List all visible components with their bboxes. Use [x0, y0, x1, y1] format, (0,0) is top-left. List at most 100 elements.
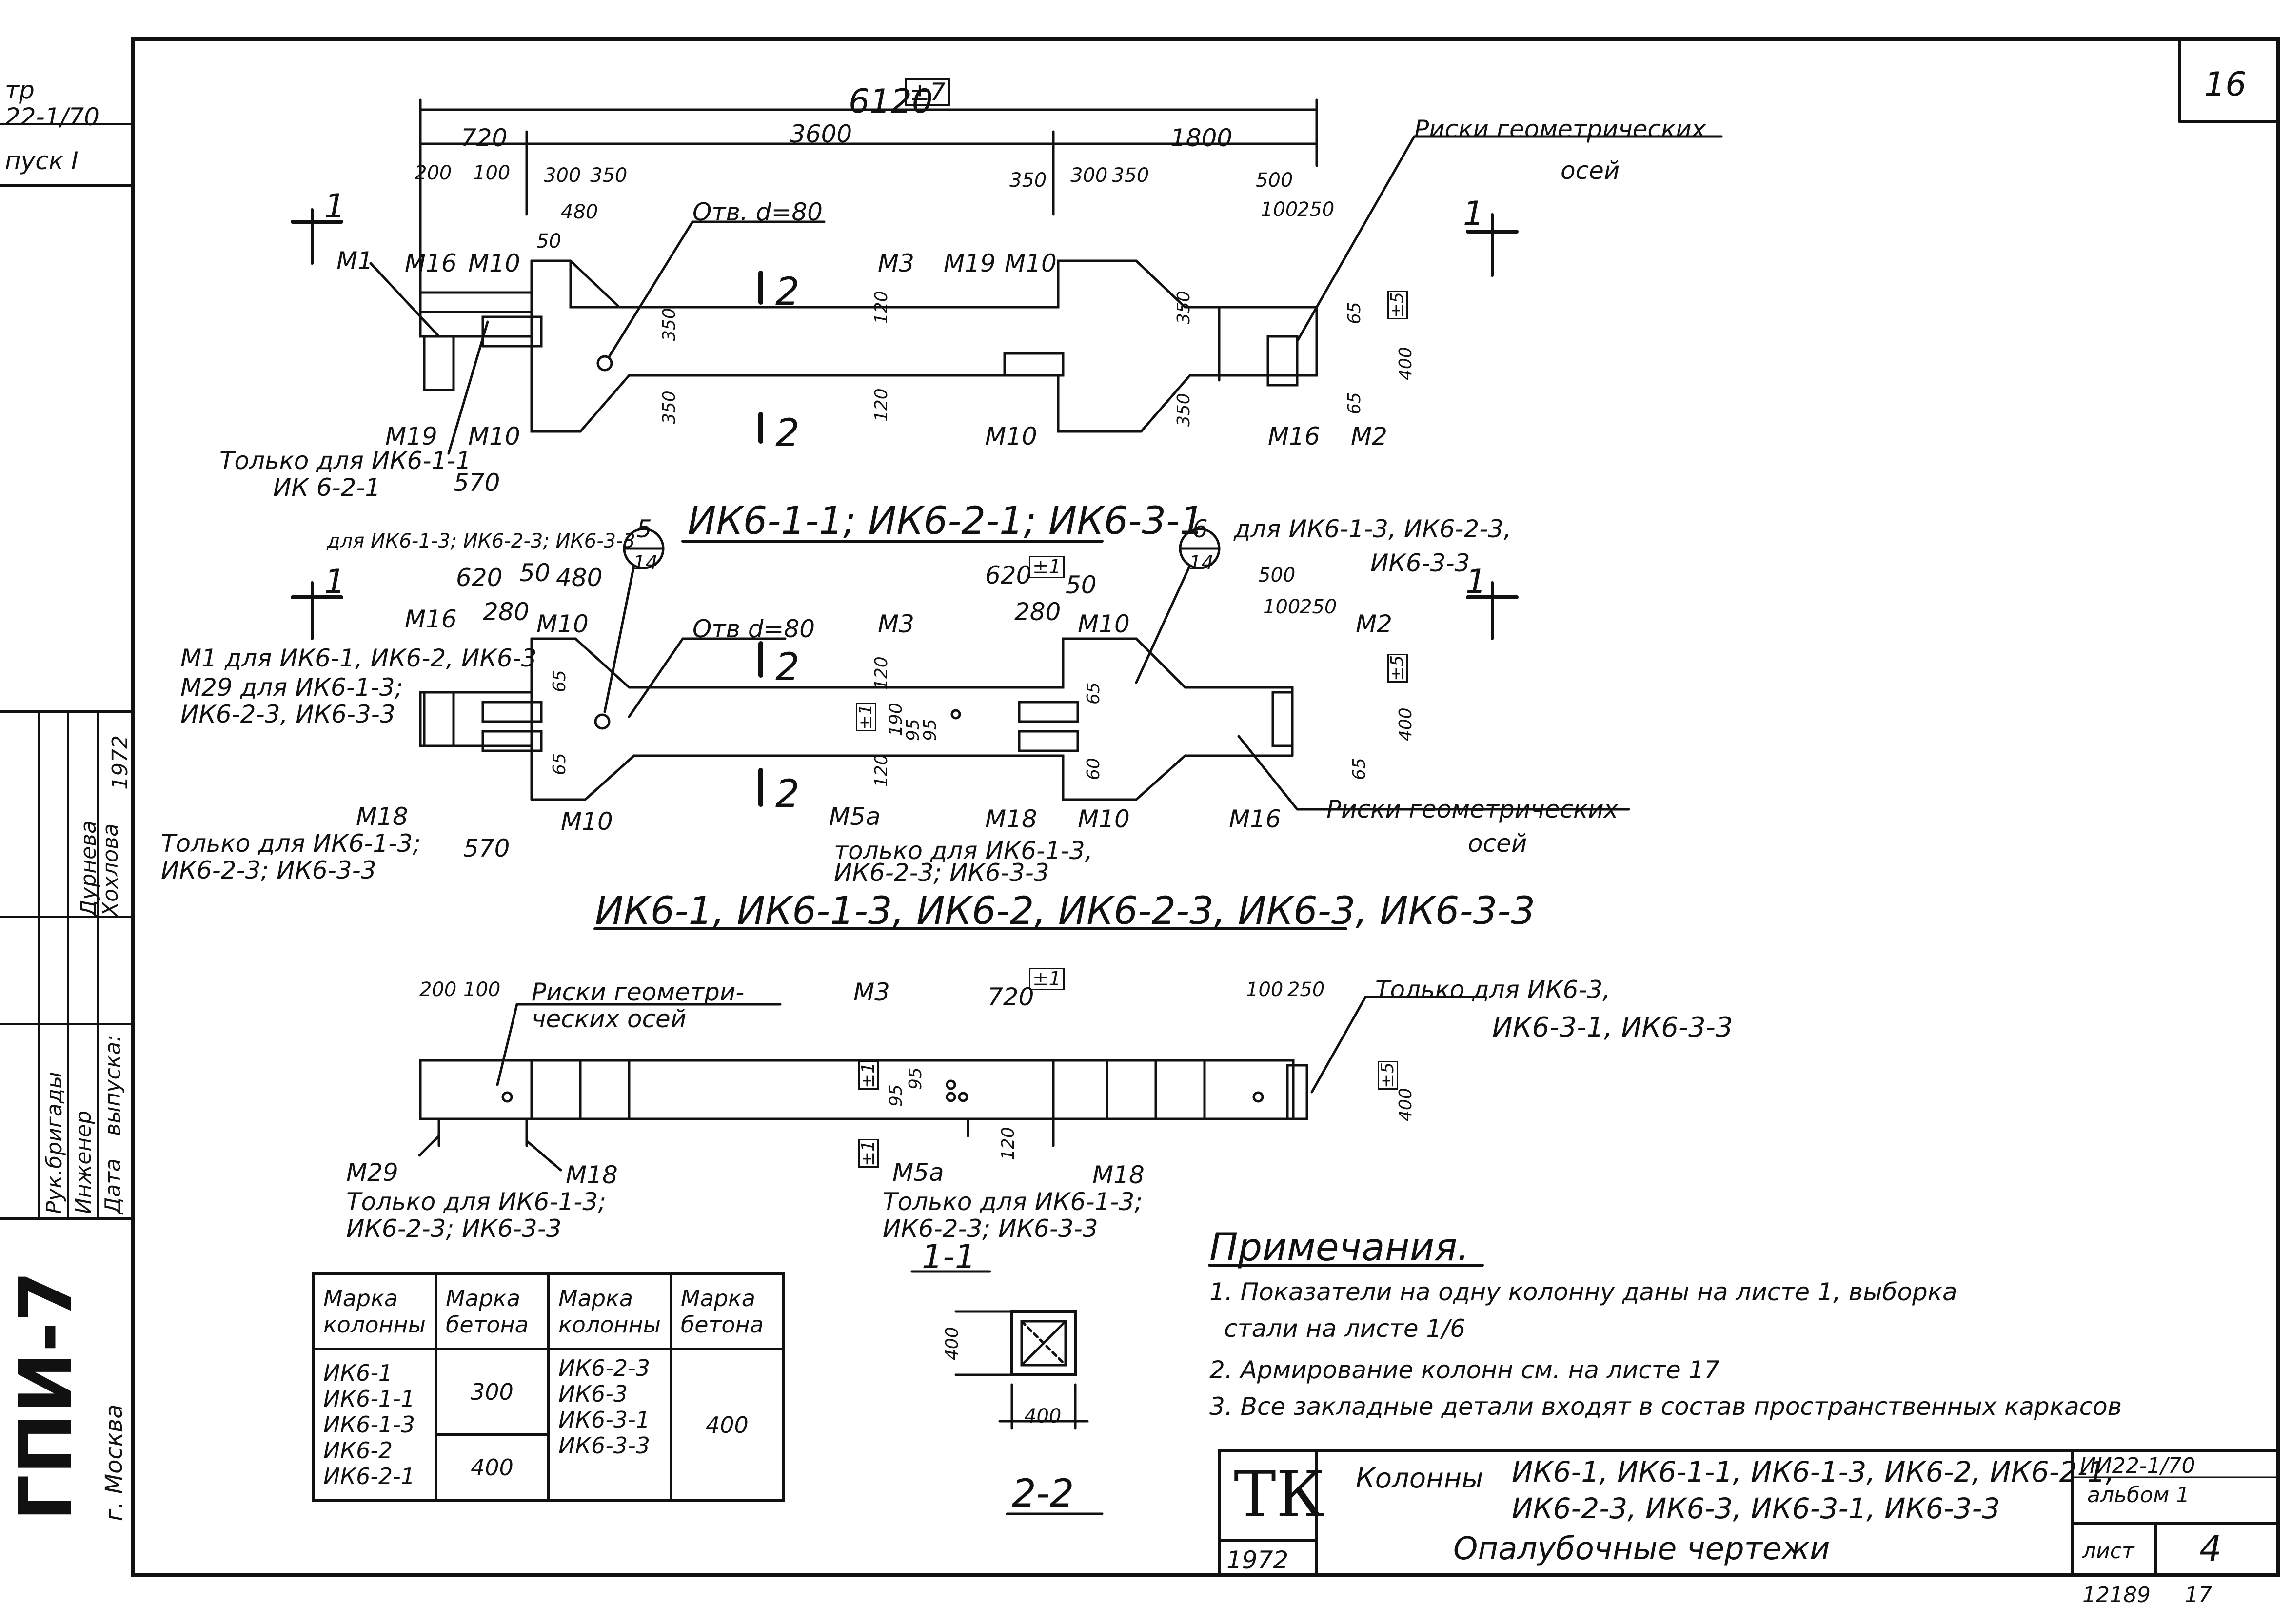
- table-col1-cell: ИК6-1 ИК6-1-1 ИК6-1-3 ИК6-2 ИК6-2-1: [312, 1348, 437, 1502]
- v2-only-3: только для ИК6-1-3,: [834, 837, 1093, 865]
- v1-m16b: М16: [1268, 422, 1320, 450]
- v2-v65: 65: [550, 670, 570, 692]
- view1-outline: [291, 98, 1723, 455]
- strip-surname-1: Дурнева: [76, 820, 101, 917]
- v2-v120: 120: [871, 656, 891, 690]
- v2-m29-note-2: ИК6-2-3, ИК6-3-3: [180, 700, 395, 728]
- v3-only-1: Только для ИК6-1-3;: [346, 1188, 607, 1216]
- section22-title: 2-2: [1012, 1472, 1074, 1516]
- v3-m29: М29: [346, 1158, 398, 1187]
- table-col3-cell: ИК6-2-3 ИК6-3 ИК6-3-1 ИК6-3-3: [547, 1348, 672, 1502]
- v1-sec-1-left: 1: [324, 187, 346, 226]
- section11-outline: [910, 1270, 1104, 1515]
- v1-v120a: 120: [871, 291, 891, 324]
- v3-only-4: ИК6-2-3; ИК6-3-3: [883, 1214, 1098, 1243]
- strip-surname-2: Хохлова: [98, 823, 123, 917]
- v2-for-right-2: ИК6-3-3: [1370, 549, 1470, 577]
- v1-m1: М1: [336, 247, 373, 275]
- title-block-line2: ИК6-2-3, ИК6-3, ИК6-3-1, ИК6-3-3: [1512, 1492, 2000, 1525]
- title-block-sheet-label: лист: [2082, 1539, 2134, 1564]
- v1-v120b: 120: [871, 388, 891, 422]
- title-block-logo: ТК: [1234, 1457, 1325, 1531]
- v3-v1a: ±1: [858, 1060, 879, 1090]
- table-col3-item: ИК6-3-1: [558, 1406, 651, 1433]
- table-col1-item: ИК6-1-1: [323, 1386, 415, 1412]
- v2-m5a: М5а: [829, 802, 881, 831]
- v2-m18b: М18: [985, 805, 1037, 833]
- v2-tol-620b: ±1: [1029, 556, 1065, 578]
- v1-m16: М16: [405, 249, 457, 277]
- v2-sec-2a: 2: [775, 646, 800, 689]
- v3-v95a: 95: [886, 1084, 906, 1107]
- notes-title: Примечания.: [1209, 1226, 1469, 1270]
- section11-dim-w: 400: [1024, 1405, 1062, 1428]
- table-b400a: 400: [434, 1433, 550, 1502]
- v1-dim-100b: 100: [1261, 198, 1298, 221]
- v3-v95b: 95: [906, 1067, 926, 1090]
- table-header-1: Марка колонны: [312, 1272, 437, 1350]
- title-block-album: альбом 1: [2087, 1483, 2190, 1507]
- v1-m19: М19: [944, 249, 996, 277]
- v2-callout6-bot: 14: [1189, 552, 1214, 574]
- v3-dim-250: 250: [1287, 978, 1325, 1001]
- v2-for-left: для ИК6-1-3; ИК6-2-3; ИК6-3-3: [327, 530, 635, 552]
- v1-v350c: 350: [1174, 291, 1194, 324]
- v2-only-1: Только для ИК6-1-3;: [161, 829, 421, 858]
- v1-m19b: М19: [385, 422, 437, 450]
- title-block-sheet: 4: [2199, 1528, 2222, 1569]
- v1-dim-350b: 350: [1009, 169, 1047, 192]
- notes-item-2: 2. Армирование колонн см. на листе 17: [1209, 1356, 1720, 1384]
- v1-v65a: 65: [1344, 302, 1364, 324]
- frame-border: [131, 37, 2280, 1577]
- v2-sec-1b: 1: [1465, 563, 1487, 601]
- section11-dim-h: 400: [942, 1327, 962, 1360]
- v2-m29-note-1: М29 для ИК6-1-3;: [180, 673, 403, 702]
- v2-dim-50b: 50: [1066, 571, 1097, 599]
- v2-dim-480: 480: [556, 564, 603, 592]
- title-block-series: ИИ22-1/70: [2080, 1453, 2195, 1478]
- title-block-lines: [1218, 1449, 2280, 1576]
- v2-callout5-top: 5: [636, 515, 652, 543]
- v1-m10a: М10: [468, 249, 520, 277]
- concrete-grade-table: Марка колонны Марка бетона Марка колонны…: [312, 1272, 785, 1502]
- v1-only-2: ИК 6-2-1: [273, 473, 381, 502]
- v3-only-r1: Только для ИК6-3,: [1375, 976, 1611, 1004]
- v2-only-4: ИК6-2-3; ИК6-3-3: [834, 859, 1049, 887]
- table-col3-item: ИК6-3-3: [558, 1432, 651, 1459]
- strip-release: пуск I: [5, 147, 79, 175]
- table-col1-item: ИК6-1: [323, 1360, 393, 1387]
- table-col3-item: ИК6-2-3: [558, 1355, 651, 1381]
- notes-item-3: 3. Все закладные детали входят в состав …: [1209, 1392, 2122, 1421]
- v1-dim-200: 200: [415, 162, 452, 184]
- table-header-3: Марка колонны: [547, 1272, 672, 1350]
- v1-m10b: М10: [1005, 249, 1057, 277]
- section11-title: 1-1: [922, 1238, 976, 1276]
- v2-v120b: 120: [871, 754, 891, 787]
- v3-m18b: М18: [1092, 1161, 1145, 1189]
- v2-dim-280b: 280: [1014, 598, 1061, 626]
- v2-dim-100: 100: [1263, 596, 1301, 618]
- v3-only-r2: ИК6-3-1, ИК6-3-3: [1492, 1012, 1733, 1043]
- v2-v65d: 65: [1349, 758, 1369, 780]
- view3-outline: [418, 927, 1484, 1172]
- v2-dim-280: 280: [483, 598, 530, 626]
- table-col1-item: ИК6-1-3: [323, 1411, 415, 1438]
- v1-v350b: 350: [659, 391, 679, 424]
- v3-v400: 400: [1396, 1088, 1416, 1121]
- view2-title: ИК6-1-1; ИК6-2-1; ИК6-3-1: [688, 499, 1204, 543]
- v1-dim-300: 300: [544, 164, 581, 187]
- table-header-2: Марка бетона: [434, 1272, 550, 1350]
- table-col3-item: ИК6-3: [558, 1380, 628, 1407]
- notes-item-1a: 1. Показатели на одну колонну даны на ли…: [1209, 1278, 1957, 1306]
- v1-dim-3600: 3600: [790, 120, 852, 148]
- view2-outline: [291, 528, 1630, 811]
- v1-dim-100: 100: [473, 162, 511, 184]
- notes-item-1b: стали на листе 1/6: [1224, 1314, 1466, 1343]
- v2-callout6-top: 6: [1192, 515, 1208, 543]
- v1-dim-720: 720: [461, 124, 508, 152]
- v2-v65c: 65: [1084, 682, 1104, 704]
- v2-v60: 60: [1084, 758, 1104, 780]
- v1-hole: Отв. d=80: [692, 198, 823, 226]
- v3-v1b: ±1: [858, 1138, 879, 1168]
